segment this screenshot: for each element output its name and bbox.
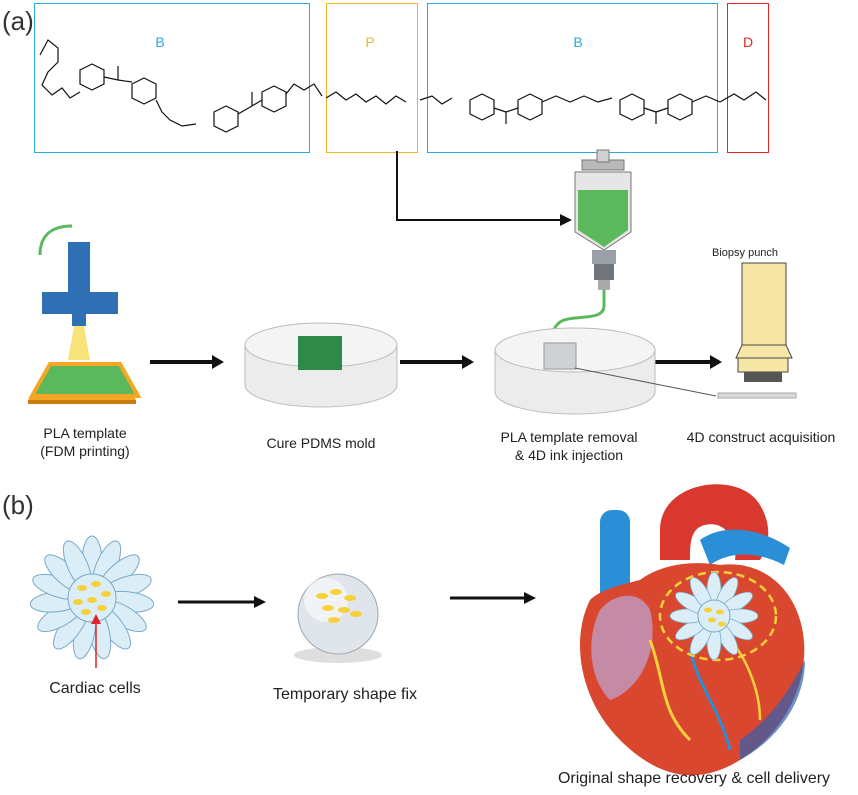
caption-cardiac-cells: Cardiac cells <box>49 680 141 697</box>
caption-line-1: PLA template removal <box>500 429 638 445</box>
segment-label-b2: B <box>573 34 583 50</box>
caption-line-1: Cure PDMS mold <box>266 435 376 451</box>
syringe <box>552 149 632 344</box>
biopsy-punch <box>717 262 797 399</box>
step-caption-cure-pdms: Cure PDMS mold <box>236 434 406 452</box>
segment-box-d <box>727 3 769 153</box>
caption-line-2: (FDM printing) <box>40 443 130 459</box>
panel-b-label: (b) <box>2 490 34 520</box>
fdm-printer <box>28 224 142 404</box>
segment-box-b1 <box>34 3 310 153</box>
ink-connector-arrowhead <box>560 214 572 226</box>
segment-label-d: D <box>742 34 754 50</box>
caption-line-1: PLA template <box>43 425 127 441</box>
caption-shape-recovery: Original shape recovery & cell delivery <box>557 770 831 787</box>
chemical-structure <box>39 39 767 133</box>
step-caption-construct: 4D construct acquisition <box>668 428 854 446</box>
heart-illustration <box>580 484 805 776</box>
panel-a-label: (a) <box>2 6 34 36</box>
segment-label-p: P <box>365 34 375 50</box>
segment-label-b1: B <box>155 34 165 50</box>
ink-connector-line <box>396 151 560 221</box>
segment-box-b2 <box>427 3 718 153</box>
caption-temporary-shape: Temporary shape fix <box>272 686 418 703</box>
process-diagram-a <box>28 39 797 415</box>
caption-line-1: 4D construct acquisition <box>686 429 836 445</box>
biopsy-punch-label: Biopsy punch <box>712 247 779 259</box>
step-caption-template-removal: PLA template removal & 4D ink injection <box>474 428 664 464</box>
flower-cells <box>29 535 155 660</box>
pdms-mold <box>244 322 398 408</box>
mold-injection <box>494 327 717 415</box>
process-diagram-b <box>29 484 805 776</box>
caption-line-2: & 4D ink injection <box>514 447 624 463</box>
step-caption-pla-template: PLA template (FDM printing) <box>0 424 170 460</box>
temporary-shape-sphere <box>294 573 382 663</box>
segment-box-p <box>326 3 418 153</box>
